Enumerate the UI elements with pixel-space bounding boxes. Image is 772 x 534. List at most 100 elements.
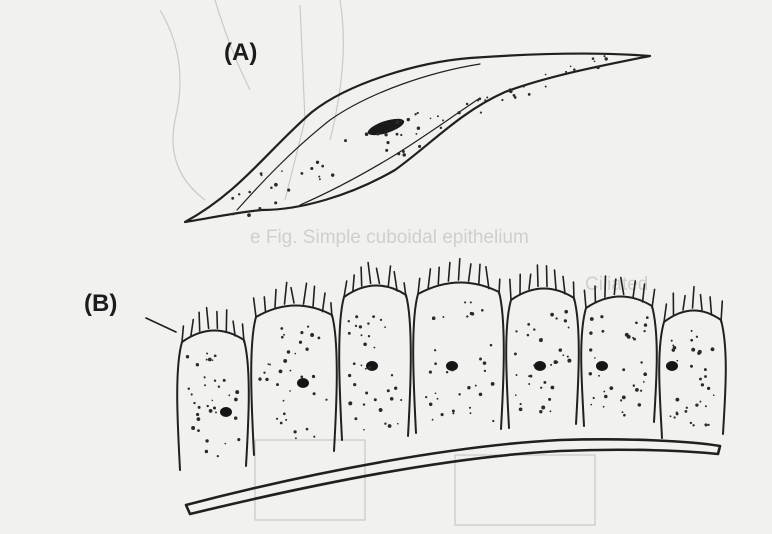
granule: [367, 322, 369, 324]
granule: [509, 89, 513, 93]
cilium: [353, 275, 354, 291]
granule: [261, 174, 263, 176]
granule: [363, 343, 367, 347]
granule: [523, 85, 525, 87]
granule: [365, 132, 369, 136]
granule: [214, 379, 216, 381]
granule: [589, 372, 592, 375]
granule: [186, 355, 189, 358]
granule: [204, 376, 206, 378]
cell-nucleus: [666, 361, 678, 371]
panel-a-label: (A): [224, 39, 257, 66]
cilium: [537, 265, 538, 286]
granule: [279, 370, 283, 374]
granule: [359, 325, 362, 328]
granule: [701, 383, 704, 386]
cilium: [459, 259, 460, 280]
granule: [212, 400, 214, 402]
granule: [237, 438, 240, 441]
granule: [258, 377, 261, 380]
granule: [270, 187, 273, 190]
granule: [674, 416, 676, 418]
granule: [540, 387, 542, 389]
granule: [471, 312, 474, 315]
granule: [274, 183, 278, 187]
granule: [568, 327, 570, 329]
granule: [623, 414, 626, 417]
granule: [704, 368, 707, 371]
granule: [686, 407, 688, 409]
granule: [486, 96, 488, 98]
granule: [348, 374, 351, 377]
granule: [397, 423, 399, 425]
granule: [527, 323, 530, 326]
granule: [470, 412, 472, 414]
granule: [437, 398, 439, 400]
granule: [514, 352, 517, 355]
granule: [235, 390, 239, 394]
cilium: [693, 287, 695, 308]
granule: [361, 334, 363, 336]
cilium: [207, 308, 209, 329]
cilium: [361, 267, 362, 286]
epithelial-cells: [177, 282, 726, 470]
granule: [319, 178, 321, 180]
granule: [635, 321, 638, 324]
granule: [691, 330, 693, 332]
granule: [484, 99, 486, 101]
bleed-through-marks: e Fig. Simple cuboidal epithelium Ciliat…: [160, 0, 648, 525]
granule: [622, 396, 626, 400]
cilium: [701, 295, 703, 310]
granule: [596, 66, 600, 70]
granule: [321, 165, 324, 168]
granule: [305, 348, 308, 351]
granule: [218, 386, 220, 388]
granule: [635, 388, 639, 392]
cilium: [217, 312, 218, 329]
granule: [699, 378, 702, 381]
granule: [274, 201, 277, 204]
granule: [646, 316, 649, 319]
granule: [325, 399, 327, 401]
granule: [704, 375, 707, 378]
granule: [318, 176, 320, 178]
granule: [554, 360, 558, 364]
granule: [589, 348, 592, 351]
granule: [394, 387, 397, 390]
granule: [247, 213, 251, 217]
cilium: [479, 264, 480, 284]
granule: [331, 173, 334, 176]
granule: [310, 333, 314, 337]
granule: [310, 167, 313, 170]
granule: [354, 417, 357, 420]
granule: [622, 411, 624, 413]
cilium: [264, 297, 265, 312]
granule: [695, 403, 698, 406]
granule: [223, 379, 226, 382]
granule: [593, 397, 595, 399]
panel-a: (A): [185, 39, 650, 222]
granule: [379, 408, 383, 412]
granule: [196, 363, 199, 366]
granule: [713, 394, 715, 396]
granule: [400, 120, 402, 122]
granule: [555, 317, 557, 319]
granule: [549, 410, 551, 412]
granule: [407, 118, 410, 121]
granule: [313, 392, 316, 395]
granule: [676, 412, 679, 415]
granule: [550, 364, 552, 366]
granule: [696, 336, 698, 338]
granule: [289, 390, 291, 392]
spindle-inner-line-lower: [300, 98, 480, 205]
cilium: [418, 278, 420, 294]
granule: [480, 112, 482, 114]
granule: [400, 399, 402, 401]
granule: [384, 326, 386, 328]
granule: [285, 419, 287, 421]
cilium: [428, 269, 430, 289]
granule: [373, 347, 375, 349]
cilium: [191, 320, 193, 336]
granule: [206, 359, 208, 361]
granule: [442, 316, 444, 318]
